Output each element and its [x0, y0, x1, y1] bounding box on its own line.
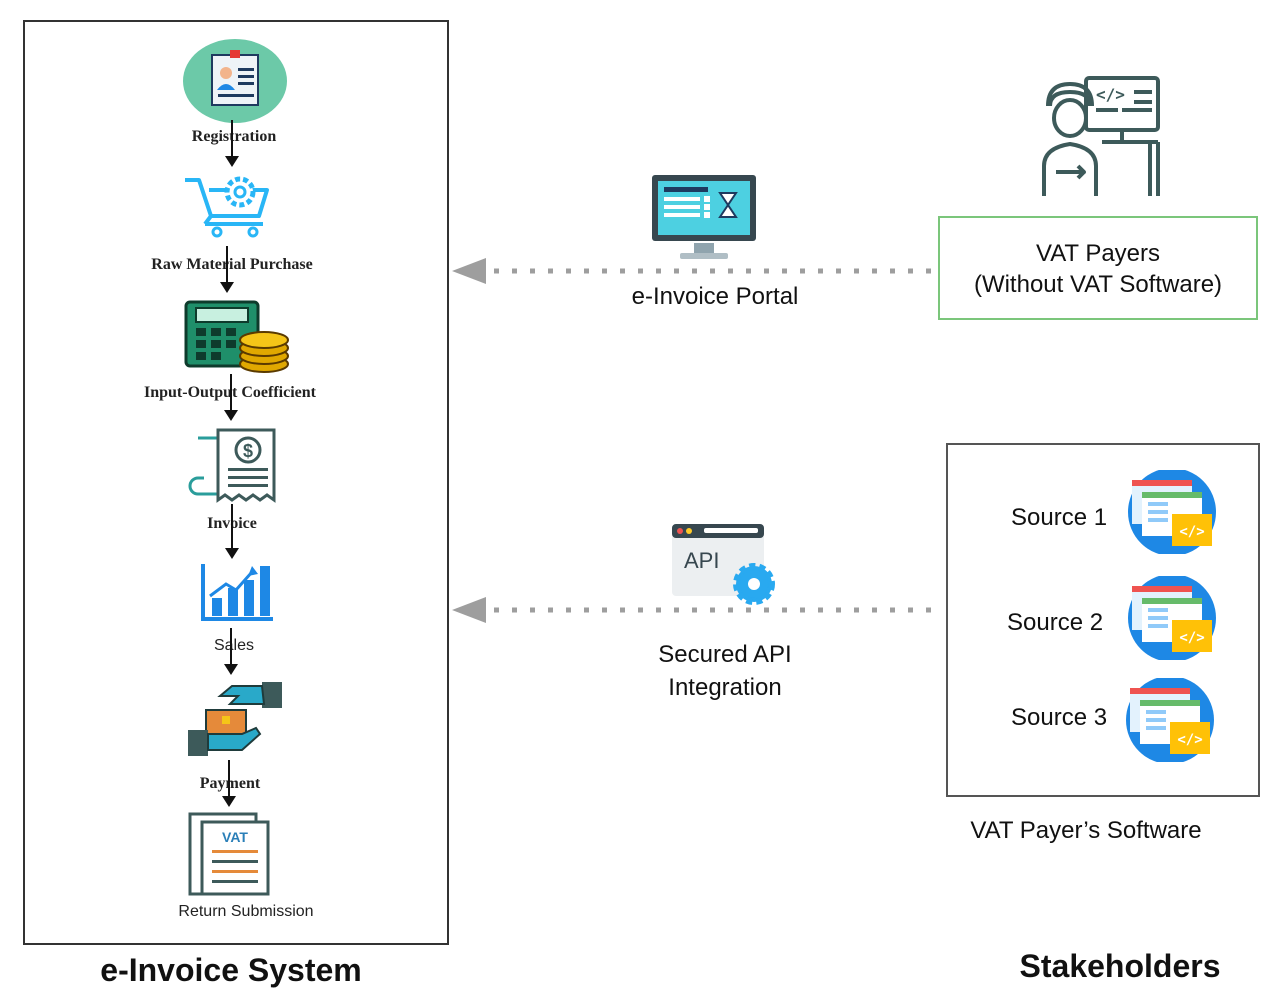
invoice-receipt-icon: $	[184, 428, 278, 506]
payment-handshake-icon	[186, 680, 286, 758]
step-label-registration: Registration	[191, 128, 277, 145]
arrow-head-icon	[220, 282, 234, 293]
e-invoice-system-title: e-Invoice System	[100, 952, 362, 988]
source-1-code-window-icon: </>	[1124, 470, 1218, 554]
e-invoice-system-box	[23, 20, 449, 945]
arrow-head-icon	[222, 796, 236, 807]
step-label-input-output-coefficient: Input-Output Coefficient	[143, 384, 316, 401]
sales-bar-chart-icon	[200, 562, 276, 622]
vat-payer-software-box	[946, 443, 1260, 797]
api-connection-arrow	[452, 595, 944, 625]
source-1-label: Source 1	[1011, 504, 1108, 531]
source-2-code-window-icon: </>	[1124, 576, 1218, 660]
svg-text:</>: </>	[1177, 732, 1202, 748]
svg-text:$: $	[243, 441, 253, 461]
step-label-raw-material-purchase: Raw Material Purchase	[151, 256, 313, 273]
arrow-head-icon	[224, 410, 238, 421]
flow-arrow	[230, 374, 232, 410]
vat-payer-software-caption: VAT Payer’s Software	[970, 817, 1202, 844]
portal-connection-arrow	[452, 256, 942, 286]
vat-payers-line2: (Without VAT Software)	[973, 271, 1223, 298]
source-3-code-window-icon: </>	[1122, 678, 1216, 762]
svg-text:</>: </>	[1096, 85, 1125, 104]
shopping-cart-gear-icon	[183, 172, 275, 238]
source-3-label: Source 3	[1011, 704, 1108, 731]
api-badge-text: API	[684, 548, 719, 573]
secured-api-line2: Integration	[668, 674, 782, 701]
source-2-label: Source 2	[1007, 609, 1104, 636]
step-label-sales: Sales	[213, 637, 255, 654]
arrow-head-icon	[224, 664, 238, 675]
stakeholders-title: Stakeholders	[1019, 948, 1221, 984]
calculator-coins-icon	[184, 300, 292, 376]
step-label-return-submission: Return Submission	[178, 903, 314, 920]
secured-api-line1: Secured API	[658, 641, 792, 668]
flow-arrow	[230, 628, 232, 666]
secured-api-label: Secured API Integration	[610, 638, 840, 704]
api-window-gear-icon: API	[670, 522, 780, 608]
svg-text:</>: </>	[1179, 524, 1204, 540]
e-invoice-portal-label: e-Invoice Portal	[631, 283, 799, 310]
flow-arrow	[226, 246, 228, 282]
svg-text:</>: </>	[1179, 630, 1204, 646]
vat-payers-line1: VAT Payers	[1035, 240, 1161, 267]
vat-text: VAT	[222, 829, 248, 845]
arrow-head-icon	[225, 548, 239, 559]
arrow-head-icon	[225, 156, 239, 167]
flow-arrow	[228, 760, 230, 798]
developer-at-computer-icon: </>	[1038, 76, 1162, 200]
flow-arrow	[231, 120, 233, 156]
step-label-payment: Payment	[199, 775, 261, 792]
vat-document-icon: VAT	[188, 810, 274, 898]
vat-payers-without-software-box: VAT Payers (Without VAT Software)	[938, 216, 1258, 320]
registration-id-card-icon	[182, 38, 288, 124]
e-invoice-portal-monitor-icon	[650, 173, 758, 261]
flow-arrow	[231, 504, 233, 548]
